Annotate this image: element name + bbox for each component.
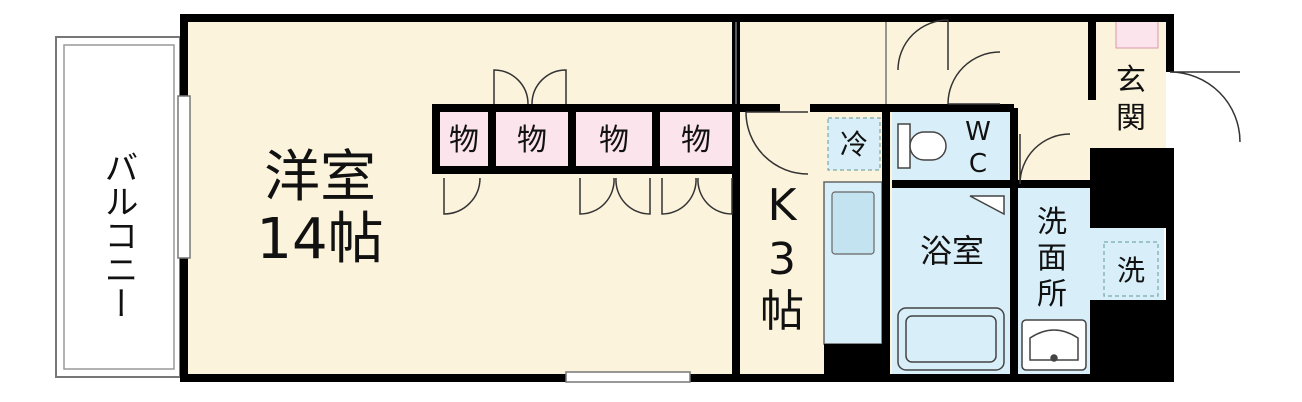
wc-c: C xyxy=(969,149,987,179)
fridge-space xyxy=(827,117,881,171)
western-room-floor xyxy=(184,18,736,374)
interior-lines xyxy=(735,22,887,104)
pillars xyxy=(824,148,1170,378)
bathroom-label: 浴室 xyxy=(920,232,984,270)
washer-space xyxy=(1103,241,1159,297)
toilet-icon xyxy=(897,123,947,169)
storage-closets xyxy=(432,104,740,174)
washroom-char-2: 面 xyxy=(1037,241,1067,276)
bathtub-icon xyxy=(897,195,1005,371)
entrance-opening xyxy=(1166,72,1174,148)
storage-label-4: 物 xyxy=(681,123,711,158)
western-room-size: 14帖 xyxy=(256,207,383,272)
fridge-label: 冷 xyxy=(840,128,868,161)
washbasin-icon xyxy=(1021,319,1087,371)
kitchen-num: 3 xyxy=(768,234,796,285)
washroom-char-3: 所 xyxy=(1037,277,1067,312)
entrance-tile xyxy=(1115,19,1159,49)
washer-label: 洗 xyxy=(1117,254,1145,287)
western-room-name: 洋室 xyxy=(264,145,376,210)
bottom-window xyxy=(565,371,691,383)
doors xyxy=(443,19,1241,215)
washroom-char-1: 洗 xyxy=(1037,205,1067,240)
sink xyxy=(831,191,875,255)
storage-label-1: 物 xyxy=(449,123,479,158)
kitchen-k: K xyxy=(768,180,798,231)
wc-w: W xyxy=(965,117,991,147)
entrance-char-1: 玄 xyxy=(1116,63,1146,98)
storage-label-2: 物 xyxy=(517,123,547,158)
balcony xyxy=(55,36,181,378)
balcony-window xyxy=(177,95,191,259)
storage-label-3: 物 xyxy=(599,123,629,158)
bathroom-floor xyxy=(892,188,1014,376)
kitchen-unit: 帖 xyxy=(760,286,804,337)
balcony-label: バルコニー xyxy=(98,150,138,320)
entrance-char-2: 関 xyxy=(1116,101,1146,136)
